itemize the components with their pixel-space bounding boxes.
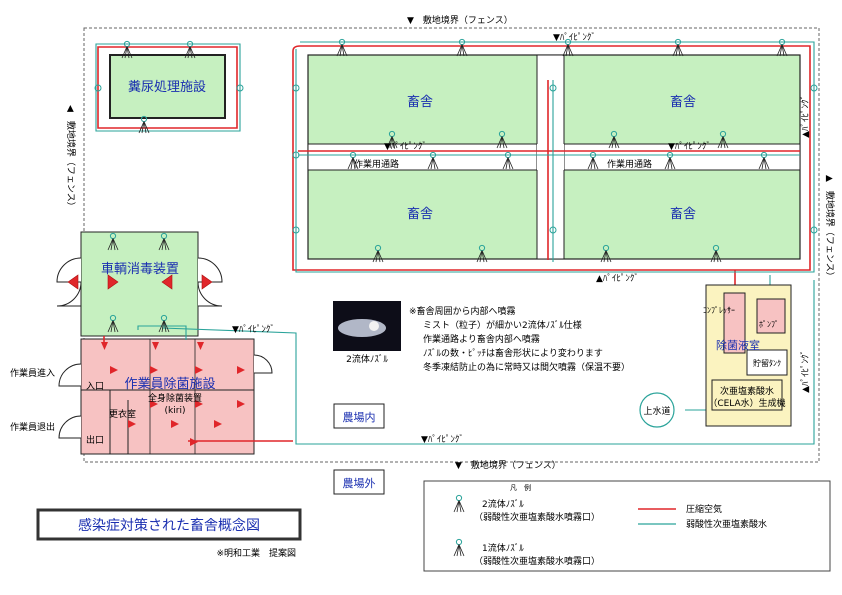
outside-farm-box xyxy=(333,469,385,495)
tank-label: 貯留ﾀﾝｸ xyxy=(753,358,781,368)
piping-mid-right-label: ▼ﾊﾟｲﾋﾟﾝｸﾞ xyxy=(668,141,711,152)
note-line-1: ※畜舎周囲から内部へ噴霧 xyxy=(409,305,516,317)
compressor-box xyxy=(723,292,746,354)
pump-label: ﾎﾟﾝﾌﾟ xyxy=(759,320,779,329)
compressor-label: ｺﾝﾌﾟﾚｯｻｰ xyxy=(703,306,735,315)
water-supply-label: 上水道 xyxy=(643,405,670,417)
water-supply-circle xyxy=(639,392,675,428)
door-entrance xyxy=(58,363,82,387)
legend-two-fluid-sub: （弱酸性次亜塩素酸水噴霧口） xyxy=(474,511,600,523)
acid-water-piping xyxy=(95,41,815,445)
worker-in-label: 作業員進入 xyxy=(10,367,55,379)
piping-mid-left-label: ▼ﾊﾟｲﾋﾟﾝｸﾞ xyxy=(384,141,427,152)
piping-right-upper-label: ▲ﾊﾟｲﾋﾟﾝｸﾞ xyxy=(800,95,811,138)
main-title: 感染症対策された畜舎概念図 xyxy=(78,517,260,534)
note-line-3: 作業通路より畜舎内部へ噴霧 xyxy=(423,333,540,345)
door-worker-right xyxy=(253,354,273,374)
exit-label: 出口 xyxy=(86,434,104,446)
legend-one-fluid-label: 1流体ﾉｽﾞﾙ xyxy=(482,542,524,554)
generator-box xyxy=(711,379,783,411)
vehicle-disinfection xyxy=(80,231,199,337)
legend-one-fluid-sub: （弱酸性次亜塩素酸水噴霧口） xyxy=(474,555,600,567)
barn-label-4: 畜舎 xyxy=(670,206,696,222)
nozzle-photo-caption: 2流体ﾉｽﾞﾙ xyxy=(346,353,388,365)
worker-title-label: 作業員除菌施設 xyxy=(124,376,215,392)
worker-device-sub-label: (kiri) xyxy=(165,406,186,416)
legend-air-label: 圧縮空気 xyxy=(686,503,722,515)
worker-spray-markers xyxy=(101,342,245,446)
legend-box xyxy=(423,480,831,572)
work-road-label-1: 作業用通路 xyxy=(354,158,399,170)
barn-label-1: 畜舎 xyxy=(407,94,433,110)
note-line-4: ﾉｽﾞﾙの数・ﾋﾟｯﾁは畜舎形状により変わります xyxy=(423,347,603,359)
outside-farm-label: 農場外 xyxy=(343,476,376,490)
generator-label: 次亜塩素酸水 xyxy=(720,385,774,397)
vehicle-label: 車輌消毒装置 xyxy=(101,262,179,277)
note-line-5: 冬季凍結防止の為に常時又は間欠噴霧（保温不要） xyxy=(423,361,630,373)
work-road-label-2: 作業用通路 xyxy=(607,158,652,170)
entrance-label: 入口 xyxy=(86,381,104,392)
nozzle-photo-mist xyxy=(338,319,386,337)
piping-left-label: ▼ﾊﾟｲﾋﾟﾝｸﾞ xyxy=(232,324,275,335)
legend-acid-label: 弱酸性次亜塩素酸水 xyxy=(686,518,767,530)
worker-device-label: 全身除菌装置 xyxy=(148,392,202,404)
boundary-top-label: ▼ 敷地境界（フェンス） xyxy=(407,14,513,26)
air-piping xyxy=(97,45,811,442)
legend-two-fluid-label: 2流体ﾉｽﾞﾙ xyxy=(482,498,524,510)
boundary-bottom-label: ▼ 敷地境界（フェンス） xyxy=(455,459,561,471)
door-vehicle-right-bottom xyxy=(197,281,223,307)
pipe-joints xyxy=(94,84,818,234)
sterilizer-title-label: 除菌液室 xyxy=(716,338,760,352)
worker-out-label: 作業員退出 xyxy=(10,421,55,433)
barn-label-3: 畜舎 xyxy=(407,206,433,222)
title-box xyxy=(36,508,302,541)
inside-farm-label: 農場内 xyxy=(343,410,376,424)
barn-label-2: 畜舎 xyxy=(670,94,696,110)
manure-facility xyxy=(109,54,226,119)
boundary-right-label: ▲ 敷地境界（フェンス） xyxy=(824,175,836,281)
boundary-left-label: ◀ 敷地境界（フェンス） xyxy=(65,105,77,211)
door-vehicle-right-top xyxy=(197,257,223,283)
door-vehicle-left-bottom xyxy=(56,281,82,307)
locker-label: 更衣室 xyxy=(109,408,136,420)
nozzle-photo-head xyxy=(369,321,379,331)
manure-label: 糞尿処理施設 xyxy=(128,79,206,95)
door-vehicle-left-top xyxy=(56,257,82,283)
work-road-cross xyxy=(537,144,564,170)
tank-box xyxy=(746,349,788,376)
door-exit xyxy=(58,415,82,439)
credit-label: ※明和工業 提案図 xyxy=(216,547,296,559)
piping-right-lower-label: ▲ﾊﾟｲﾋﾟﾝｸﾞ xyxy=(800,350,811,393)
note-line-2: ミスト（粒子）が細かい2流体ﾉｽﾞﾙ仕様 xyxy=(423,319,582,331)
legend-title: 凡 例 xyxy=(510,483,531,492)
piping-bottom-label: ▼ﾊﾟｲﾋﾟﾝｸﾞ xyxy=(421,434,464,445)
piping-top-label: ▼ﾊﾟｲﾋﾟﾝｸﾞ xyxy=(553,32,596,43)
pump-box xyxy=(756,298,786,334)
piping-lower-label: ▲ﾊﾟｲﾋﾟﾝｸﾞ xyxy=(596,273,639,284)
generator-label-2: （CELA水）生成機 xyxy=(708,397,785,409)
vehicle-spray-arrows xyxy=(67,274,213,290)
inside-farm-box xyxy=(333,403,385,429)
